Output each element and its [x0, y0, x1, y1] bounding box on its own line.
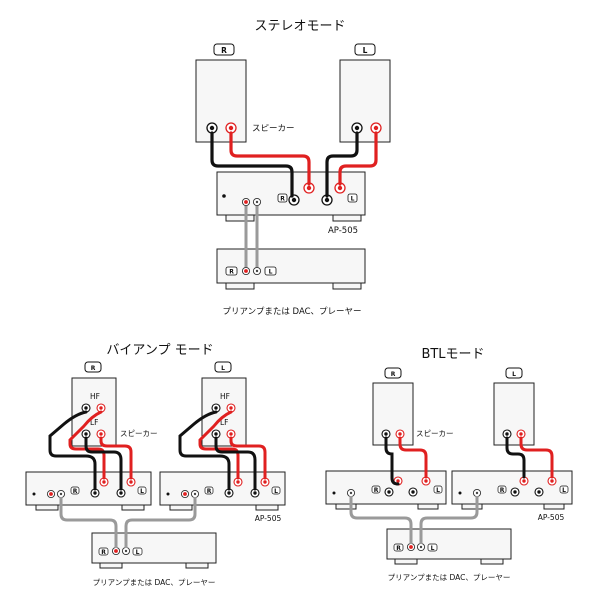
rca-cable [124, 497, 197, 548]
btl-speaker-r-badge: R [391, 371, 396, 378]
speaker-cable-black [210, 131, 294, 198]
rca-input-white-icon [472, 488, 482, 498]
rca-cable [59, 497, 118, 548]
btl-source-r-badge: R [396, 545, 401, 552]
biamp-lf-label-l: LF [220, 418, 229, 427]
rca-output-white-icon [121, 546, 131, 556]
biamp-title: バイアンプ モード [106, 343, 213, 358]
speaker-cable-black [214, 436, 257, 491]
biamp-hf-label-r: HF [90, 392, 100, 401]
btl-source-l-badge: L [431, 545, 435, 552]
biamp-source-r-badge: R [101, 549, 106, 556]
rca-input-red-icon [180, 489, 190, 499]
stereo-source-l-badge: L [269, 269, 273, 276]
rca-output-red-icon [111, 546, 121, 556]
stereo-amp-l-badge: L [351, 196, 355, 203]
biamp-speaker-r-badge: R [91, 365, 96, 372]
btl-speaker-r: R [372, 367, 414, 446]
btl-section: BTLモード R L スピーカー R [325, 347, 573, 582]
stereo-speaker-l-badge: L [363, 46, 368, 55]
stereo-title: ステレオモード [254, 19, 345, 34]
speaker-cable-black [48, 410, 97, 491]
btl-source-label: プリアンプまたは DAC、プレーヤー [388, 573, 511, 582]
stereo-speaker-r: R [195, 43, 247, 143]
stereo-speaker-r-badge: R [221, 46, 227, 55]
stereo-amp-model: AP-505 [328, 226, 358, 236]
stereo-source-label: プリアンプまたは DAC、プレーヤー [222, 307, 361, 317]
rca-input-white-icon [190, 489, 200, 499]
speaker-cable-red [99, 436, 133, 480]
speaker-cable-black [84, 436, 123, 491]
speaker-cable-red [338, 131, 378, 186]
biamp-amp-model: AP-505 [255, 514, 282, 523]
biamp-amp1-l-badge: L [140, 488, 144, 495]
rca-cable [349, 496, 413, 544]
biamp-amp2-l-badge: L [274, 488, 278, 495]
btl-speaker-label: スピーカー [416, 429, 454, 438]
btl-amplifier-2: R L [451, 470, 573, 510]
biamp-lf-label-r: LF [90, 418, 99, 427]
speaker-cable-red [229, 436, 267, 480]
btl-amplifier-1: R L [325, 470, 447, 510]
stereo-section: ステレオモード R L スピーカー R [195, 19, 391, 317]
rca-input-red-icon [241, 197, 251, 207]
speaker-cable-black [178, 410, 231, 491]
biamp-speaker-label: スピーカー [120, 429, 158, 438]
amp-terminal-black-icon [384, 487, 394, 497]
btl-source: R L [386, 528, 512, 565]
power-led-icon [222, 194, 226, 198]
speaker-cable-red [398, 436, 428, 479]
biamp-amp2-r-badge: R [207, 488, 212, 495]
biamp-hf-label-l: HF [220, 392, 230, 401]
biamp-source-label: プリアンプまたは DAC、プレーヤー [93, 578, 216, 587]
btl-amp2-r-badge: R [500, 487, 505, 494]
biamp-speaker-l: L HF LF [201, 361, 247, 447]
speaker-cable-red [229, 131, 311, 186]
btl-amp1-l-badge: L [436, 487, 440, 494]
biamp-section: バイアンプ モード R HF LF L HF LF スピーカー [25, 343, 286, 587]
speaker-cable-black [505, 436, 526, 479]
rca-input-red-icon [46, 489, 56, 499]
stereo-amplifier: R L [216, 171, 366, 222]
speaker-cable-black [325, 131, 359, 198]
btl-amp2-l-badge: L [562, 487, 566, 494]
rca-input-white-icon [346, 488, 356, 498]
biamp-speaker-l-badge: L [221, 365, 225, 372]
rca-output-red-icon [241, 266, 251, 276]
amp-terminal-black-icon [534, 487, 544, 497]
stereo-speaker-l: L [339, 43, 391, 143]
stereo-amp-r-badge: R [280, 196, 285, 203]
speaker-cable-red [519, 436, 554, 479]
stereo-speaker-label: スピーカー [252, 124, 295, 134]
rca-cable [419, 496, 479, 544]
btl-amp1-r-badge: R [374, 487, 379, 494]
biamp-amp1-r-badge: R [73, 488, 78, 495]
btl-amp-model: AP-505 [538, 513, 565, 522]
rca-input-white-icon [56, 489, 66, 499]
stereo-source: R L [216, 248, 366, 290]
stereo-source-r-badge: R [229, 269, 234, 276]
rca-output-white-icon [416, 542, 426, 552]
rca-output-white-icon [252, 266, 262, 276]
btl-speaker-l-badge: L [512, 371, 516, 378]
btl-speaker-l: L [493, 367, 535, 446]
biamp-source-l-badge: L [136, 549, 140, 556]
amp-terminal-black-icon [510, 487, 520, 497]
biamp-speaker-r: R HF LF [71, 361, 117, 447]
rca-output-red-icon [406, 542, 416, 552]
amp-terminal-black-icon [408, 487, 418, 497]
speaker-cable-black [384, 436, 400, 486]
rca-input-white-icon [252, 197, 262, 207]
btl-title: BTLモード [421, 347, 484, 362]
biamp-source: R L [91, 532, 217, 569]
